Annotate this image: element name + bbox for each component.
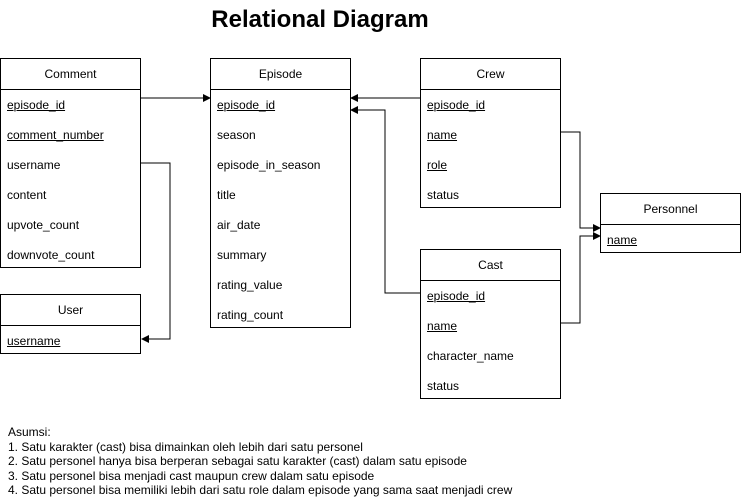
episode-field-episode-in-season: episode_in_season	[217, 158, 321, 172]
crew-field-status: status	[427, 188, 460, 202]
entity-cast-name: Cast	[421, 250, 560, 281]
entity-cast[interactable]: Cast episode_id name character_name stat…	[420, 249, 561, 399]
entity-crew-name: Crew	[421, 59, 560, 90]
entity-user-name: User	[1, 295, 140, 326]
note-item-1: 1. Satu karakter (cast) bisa dimainkan o…	[8, 439, 363, 454]
entity-episode[interactable]: Episode episode_id season episode_in_sea…	[210, 58, 351, 328]
assumptions-notes: Asumsi: 1. Satu karakter (cast) bisa dim…	[8, 425, 512, 498]
entity-user[interactable]: User username	[0, 294, 141, 354]
entity-episode-name: Episode	[211, 59, 350, 90]
episode-field-rating-count: rating_count	[217, 308, 284, 322]
diagram-title: Relational Diagram	[211, 6, 429, 33]
link-comment-user	[141, 162, 171, 343]
link-crew-personnel	[561, 131, 601, 232]
cast-field-character-name: character_name	[427, 349, 514, 363]
comment-field-upvote-count: upvote_count	[7, 218, 80, 232]
cast-field-status: status	[427, 379, 460, 393]
personnel-field-name: name	[607, 233, 638, 247]
crew-field-episode-id: episode_id	[427, 98, 486, 112]
crew-field-name: name	[427, 128, 458, 142]
link-cast-personnel	[561, 232, 601, 324]
comment-field-comment-number: comment_number	[7, 128, 104, 142]
comment-field-content: content	[7, 188, 47, 202]
episode-field-episode-id: episode_id	[217, 98, 276, 112]
episode-field-title: title	[217, 188, 236, 202]
link-cast-episode	[350, 106, 420, 294]
comment-field-episode-id: episode_id	[7, 98, 66, 112]
notes-heading: Asumsi:	[8, 425, 51, 439]
entity-crew[interactable]: Crew episode_id name role status	[420, 58, 561, 208]
entity-comment[interactable]: Comment episode_id comment_number userna…	[0, 58, 141, 268]
entity-personnel[interactable]: Personnel name	[600, 193, 741, 253]
cast-field-episode-id: episode_id	[427, 289, 486, 303]
note-item-3: 3. Satu personel bisa menjadi cast maupu…	[8, 468, 375, 483]
episode-field-season: season	[217, 128, 256, 142]
entity-personnel-name: Personnel	[601, 194, 740, 225]
comment-field-username: username	[7, 158, 61, 172]
episode-field-air-date: air_date	[217, 218, 261, 232]
episode-field-rating-value: rating_value	[217, 278, 283, 292]
crew-field-role: role	[427, 158, 448, 172]
user-field-username: username	[7, 334, 61, 348]
note-item-4: 4. Satu personel bisa memiliki lebih dar…	[8, 483, 513, 497]
note-item-2: 2. Satu personel hanya bisa berperan seb…	[8, 454, 467, 468]
comment-field-downvote-count: downvote_count	[7, 248, 95, 262]
entity-comment-name: Comment	[1, 59, 140, 90]
episode-field-summary: summary	[217, 248, 267, 262]
cast-field-name: name	[427, 319, 458, 333]
